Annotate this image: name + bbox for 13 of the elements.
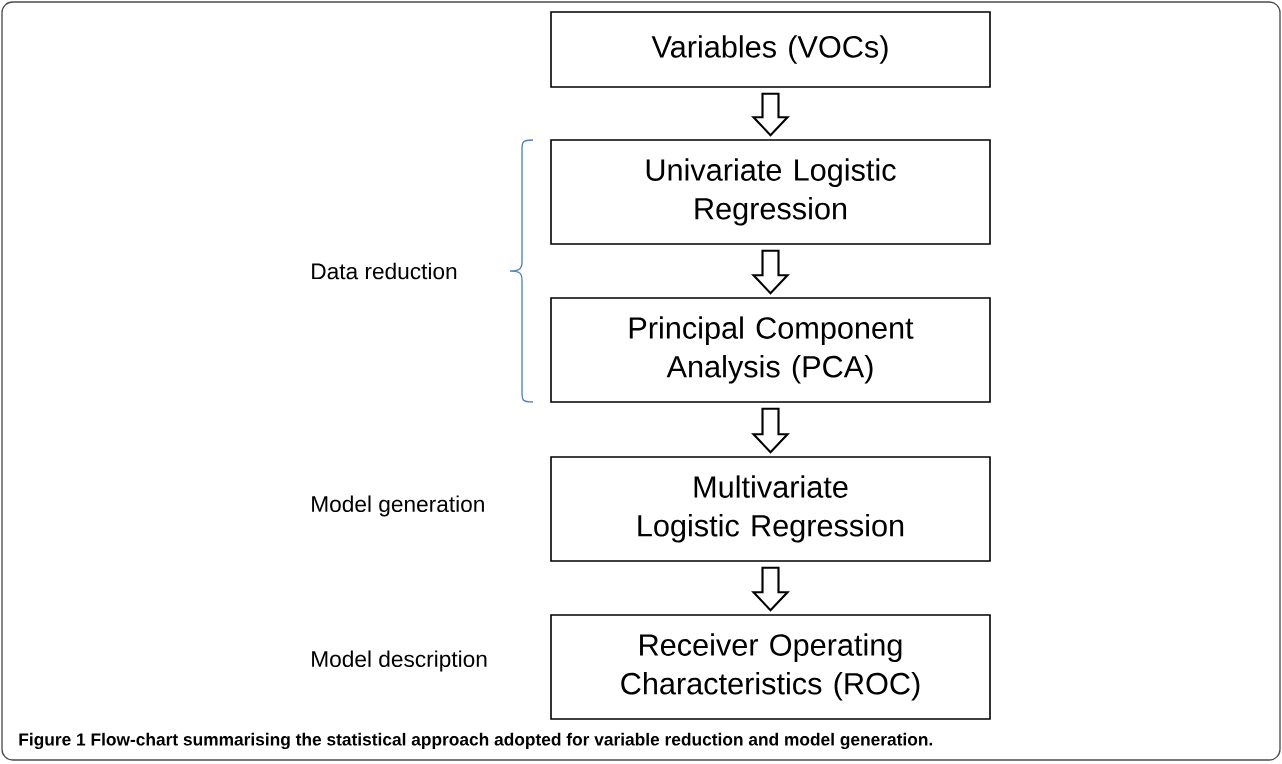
block-arrow	[751, 249, 790, 295]
process-box: Univariate Logistic Regression	[550, 139, 991, 245]
process-box: Principal Component Analysis (PCA)	[550, 297, 991, 403]
stage-label: Model description	[312, 650, 487, 672]
process-box: Multivariate Logistic Regression	[550, 456, 991, 562]
caption: Figure 1 Flow-chart summarising the statistical approach adopted for variable reduction and model generation.	[19, 732, 933, 750]
process-box: Variables (VOCs)	[550, 11, 991, 88]
block-arrow	[751, 407, 790, 454]
process-box: Receiver Operating Characteristics (ROC)	[550, 614, 991, 720]
block-arrow	[751, 92, 790, 137]
stage-label: Model generation	[312, 495, 484, 517]
block-arrow	[751, 566, 790, 612]
stage-label: Data reduction	[312, 262, 457, 280]
